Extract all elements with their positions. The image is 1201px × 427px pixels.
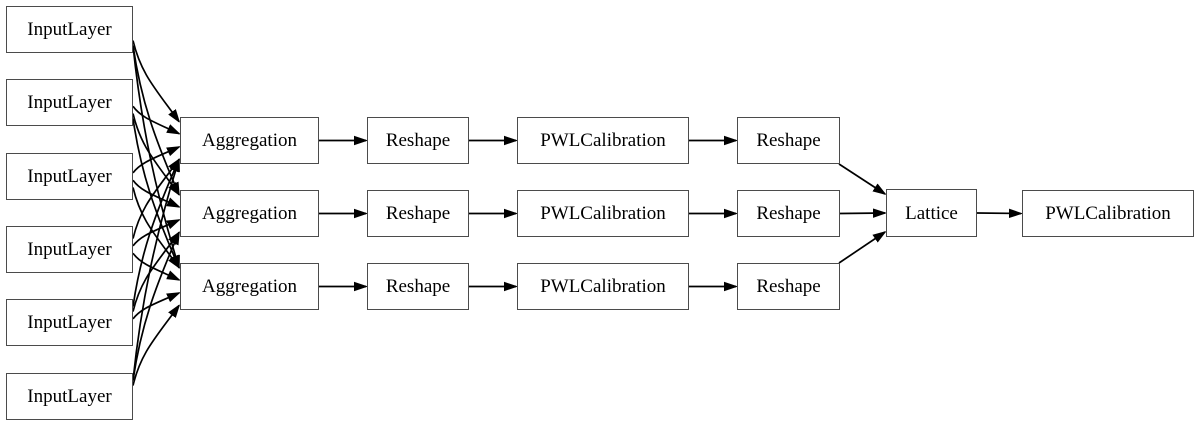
edges-group [132,40,1021,386]
node-input-6: InputLayer [6,373,133,420]
node-input-1: InputLayer [6,6,133,53]
node-reshape-a1: Reshape [367,117,469,164]
node-input-2: InputLayer [6,79,133,126]
node-pwl-3: PWLCalibration [517,263,689,310]
edge-input-4-to-agg-1 [132,160,179,239]
node-reshape-b1: Reshape [737,117,840,164]
edge-input-1-to-agg-1 [132,40,179,122]
node-reshape-b2: Reshape [737,190,840,237]
node-input-4: InputLayer [6,226,133,273]
node-lattice: Lattice [886,189,977,237]
node-reshape-a3: Reshape [367,263,469,310]
node-agg-3: Aggregation [180,263,319,310]
edge-input-3-to-agg-1 [132,147,179,174]
edge-input-3-to-agg-3 [132,187,179,268]
edge-reshape-b3-to-lattice [838,232,885,264]
node-reshape-b3: Reshape [737,263,840,310]
node-pwl-1: PWLCalibration [517,117,689,164]
edge-reshape-b1-to-lattice [838,163,885,194]
node-input-5: InputLayer [6,299,133,346]
edge-input-1-to-agg-2 [132,45,179,195]
edge-input-4-to-agg-3 [132,252,179,280]
edge-input-6-to-agg-3 [132,306,179,386]
node-pwl-out: PWLCalibration [1022,190,1194,237]
edge-input-2-to-agg-1 [132,105,179,133]
edge-input-6-to-agg-1 [132,160,179,381]
edge-input-6-to-agg-2 [132,233,179,381]
node-input-3: InputLayer [6,153,133,200]
edge-input-3-to-agg-2 [132,179,179,207]
edge-input-5-to-agg-1 [132,160,179,307]
node-agg-2: Aggregation [180,190,319,237]
node-reshape-a2: Reshape [367,190,469,237]
edge-lattice-to-pwl-out [976,213,1021,214]
node-agg-1: Aggregation [180,117,319,164]
node-pwl-2: PWLCalibration [517,190,689,237]
edge-reshape-b2-to-lattice [839,213,885,214]
